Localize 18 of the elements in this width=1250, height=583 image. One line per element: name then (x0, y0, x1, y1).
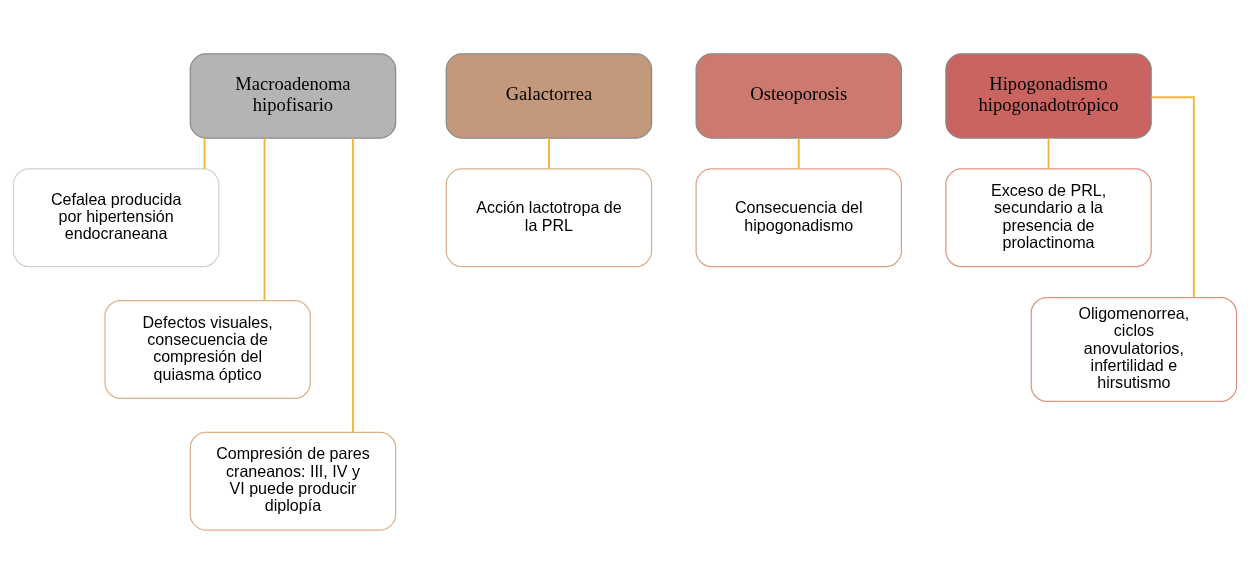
node-box: Osteoporosis (695, 52, 902, 139)
node-box: Hipogonadismo hipogonadotrópico (945, 52, 1152, 139)
connector (1047, 136, 1050, 170)
connector (548, 136, 550, 170)
node-box: Consecuencia del hipogonadismo (695, 167, 902, 267)
connector (1150, 95, 1195, 298)
connector (203, 136, 206, 170)
node-box: Defectos visuales, consecuencia de compresión del quiasma óptico (104, 299, 311, 399)
node-box: Oligomenorrea, ciclos anovulatorios, infertilidad e hirsutismo (1030, 296, 1238, 402)
node-box: Exceso de PRL, secundario a la presencia de prolactinoma (945, 167, 1152, 267)
node-box: Macroadenoma hipofisario (189, 52, 397, 139)
connector (352, 136, 354, 433)
connector (263, 137, 266, 301)
node-box: Acción lactotropa de la PRL (445, 167, 653, 267)
node-box: Cefalea producida por hipertensión endocraneana (12, 167, 220, 267)
node-box: Compresión de pares craneanos: III, IV y VI puede producir diplopía (189, 431, 397, 531)
node-box: Galactorrea (445, 52, 653, 139)
connector (797, 136, 800, 170)
